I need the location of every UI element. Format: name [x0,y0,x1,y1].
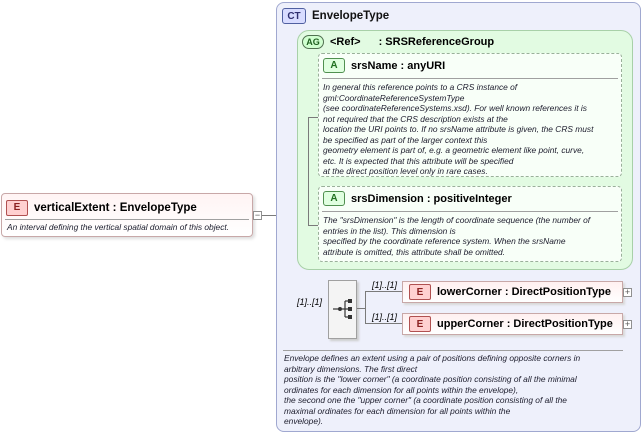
complex-type-doc-line: maximal ordinates for each dimension for… [284,405,511,416]
sequence-cardinality: [1]..[1] [297,297,323,307]
element-name: verticalExtent [34,201,110,214]
collapse-toggle[interactable]: − [253,210,262,220]
sequence-icon [333,299,352,319]
element-title: upperCorner : DirectPositionType [437,318,613,330]
complex-type-doc-line: the second one the "upper corner" (a coo… [284,395,567,405]
connector-root [262,215,287,216]
complex-type-title: EnvelopeType [312,10,390,22]
attribute-doc-line: geometry element is part of, e.g. a geom… [323,145,585,155]
attribute-header: A srsDimension : positiveInteger [323,191,512,206]
attribute-doc: In general this reference points to a CR… [323,82,593,177]
element-title: verticalExtent : EnvelopeType [34,202,197,214]
attribute-doc-line: The "srsDimension" is the length of coor… [323,215,591,225]
element-colon: : [112,201,117,214]
sequence-compositor[interactable] [328,280,357,339]
attribute-group-ref: <Ref> [330,36,361,48]
attribute-doc-line: In general this reference points to a CR… [323,82,518,92]
complex-type-doc-line: arbitrary dimensions. The first direct [284,363,418,374]
complex-type-doc: Envelope defines an extent using a pair … [284,353,580,427]
element-type: DirectPositionType [513,318,613,330]
element-name: upperCorner [437,318,504,330]
upperCorner-cardinality: [1]..[1] [372,312,398,322]
attribute-doc: The "srsDimension" is the length of coor… [323,215,590,257]
attribute-doc-line: attribute is omitted, this attribute sha… [323,246,506,257]
complex-type-doc-line: Envelope defines an extent using a pair … [284,353,581,363]
complex-type-header: CT EnvelopeType [282,8,389,24]
attribute-doc-line: entries in the list). This dimension is [323,225,456,236]
attribute-title: srsName : anyURI [351,60,445,72]
attribute-separator [322,211,618,212]
attribute-badge: A [323,191,345,206]
attribute-doc-line: (see coordinateReferenceSystems.xsd). Fo… [323,103,587,113]
element-badge: E [409,284,431,300]
element-type: DirectPositionType [511,286,612,298]
expand-toggle-lowerCorner[interactable]: + [623,287,632,297]
complex-type-doc-line: envelope). [284,416,324,426]
element-separator [5,219,249,220]
element-doc: An interval defining the vertical spatia… [7,222,230,232]
element-colon: : [506,318,511,330]
attribute-doc-line: not required that the CRS description ex… [323,113,508,124]
element-lowerCorner[interactable]: E lowerCorner : DirectPositionType [402,281,623,303]
lowerCorner-cardinality: [1]..[1] [372,280,398,290]
attribute-colon: : [400,59,405,72]
element-type: EnvelopeType [119,201,197,214]
attribute-name: srsName [351,59,398,72]
connector-attr-srsDimension [308,225,320,226]
attribute-doc-line: gml:CoordinateReferenceSystemType [323,92,465,103]
connector-lowerCorner [365,291,402,292]
attribute-srsDimension[interactable]: A srsDimension : positiveInteger The "sr… [318,186,622,262]
attribute-title: srsDimension : positiveInteger [351,193,512,205]
element-name: lowerCorner [437,286,502,298]
connector-seq-trunk [365,291,366,324]
attribute-doc-line: etc. It is expected that this attribute … [323,155,514,166]
attribute-badge: A [323,58,345,73]
attribute-doc-line: be specified as part of the larger conte… [323,134,488,145]
element-header: E verticalExtent : EnvelopeType [6,199,197,216]
attribute-type: anyURI [407,59,446,72]
element-colon: : [504,286,509,298]
element-verticalExtent[interactable]: E verticalExtent : EnvelopeType An inter… [1,193,253,237]
element-title: lowerCorner : DirectPositionType [437,286,611,298]
attribute-group-badge: AG [302,35,324,49]
complex-type-separator [283,350,623,351]
attribute-doc-line: specified by the coordinate reference sy… [323,236,566,246]
complex-type-doc-line: ordinates for each dimension for all poi… [284,384,519,395]
element-badge: E [6,199,28,216]
connector-seq-out [357,308,365,309]
complex-type-badge: CT [282,8,306,24]
element-upperCorner[interactable]: E upperCorner : DirectPositionType [402,313,623,335]
connector-attr-trunk [308,117,309,225]
connector-upperCorner [365,323,402,324]
connector-attr-srsName [308,117,320,118]
attribute-header: A srsName : anyURI [323,58,445,73]
attribute-colon: : [426,192,431,205]
complex-type-doc-line: position is the "lower corner" (a coordi… [284,374,577,384]
element-badge: E [409,316,431,332]
attribute-type: positiveInteger [433,192,512,205]
attribute-srsName[interactable]: A srsName : anyURI In general this refer… [318,53,622,177]
attribute-doc-line: at the direct position level only in rar… [323,166,488,176]
attribute-name: srsDimension [351,192,424,205]
attribute-separator [322,78,618,79]
attribute-group-header: AG <Ref> : SRSReferenceGroup [302,35,494,49]
attribute-doc-line: location the URI points to. If no srsNam… [323,124,594,134]
attribute-group-name: : SRSReferenceGroup [378,36,495,48]
expand-toggle-upperCorner[interactable]: + [623,319,632,329]
